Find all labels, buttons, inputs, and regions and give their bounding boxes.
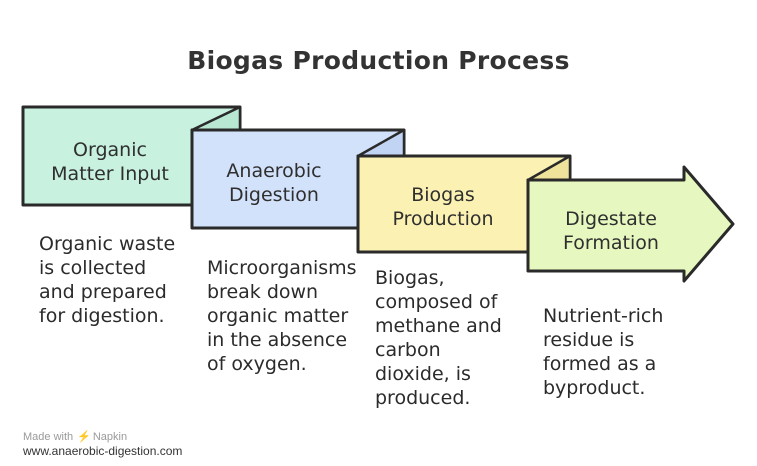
step-2-label-line2: Digestion [229, 184, 319, 206]
step-2-desc-line: break down [207, 281, 319, 303]
step-4-desc-line: byproduct. [543, 377, 646, 399]
step-2-desc-line: Microorganisms [207, 257, 357, 279]
step-4-label: Digestate Formation [532, 207, 690, 255]
step-3-desc-line: Biogas, [375, 267, 445, 289]
step-1-desc-line: Organic waste [39, 233, 176, 255]
step-3-desc-line: composed of [375, 291, 498, 313]
step-1-label-line2: Matter Input [51, 163, 169, 185]
step-4-arrow [526, 165, 735, 283]
step-1-label: Organic Matter Input [30, 138, 190, 186]
step-2-description: Microorganisms break down organic matter… [207, 256, 357, 376]
diagram-title: Biogas Production Process [187, 46, 570, 75]
step-2-label: Anaerobic Digestion [196, 159, 352, 207]
step-1-label-line1: Organic [73, 139, 147, 161]
source-url: www.anaerobic-digestion.com [23, 444, 183, 458]
step-3-label: Biogas Production [362, 183, 524, 231]
step-2-desc-line: in the absence [207, 329, 348, 351]
step-3-label-line2: Production [392, 208, 494, 230]
step-4-desc-line: formed as a [543, 353, 657, 375]
step-3-desc-line: dioxide, is [375, 363, 471, 385]
step-2-desc-line: organic matter [207, 305, 349, 327]
step-1-desc-line: and prepared [39, 281, 167, 303]
napkin-logo-icon: ⚡ [77, 431, 91, 443]
step-4-desc-line: Nutrient-rich [543, 305, 664, 327]
step-4-desc-line: residue is [543, 329, 635, 351]
step-4-description: Nutrient-rich residue is formed as a byp… [543, 304, 663, 400]
step-2-label-line1: Anaerobic [226, 160, 322, 182]
step-3-description: Biogas, composed of methane and carbon d… [375, 266, 502, 410]
made-with-label: Made with [23, 431, 74, 443]
step-3-desc-line: methane and [375, 315, 502, 337]
step-3-desc-line: carbon [375, 339, 441, 361]
napkin-brand: Napkin [92, 431, 128, 443]
step-2-desc-line: of oxygen. [207, 353, 307, 375]
step-1-description: Organic waste is collected and prepared … [39, 232, 175, 328]
step-4-label-line1: Digestate [565, 208, 657, 230]
step-1-desc-line: is collected [39, 257, 147, 279]
step-4-label-line2: Formation [563, 232, 659, 254]
made-with-napkin: Made with⚡Napkin [23, 430, 127, 443]
step-1-desc-line: for digestion. [39, 305, 165, 327]
step-3-desc-line: produced. [375, 387, 471, 409]
step-3-label-line1: Biogas [411, 184, 475, 206]
